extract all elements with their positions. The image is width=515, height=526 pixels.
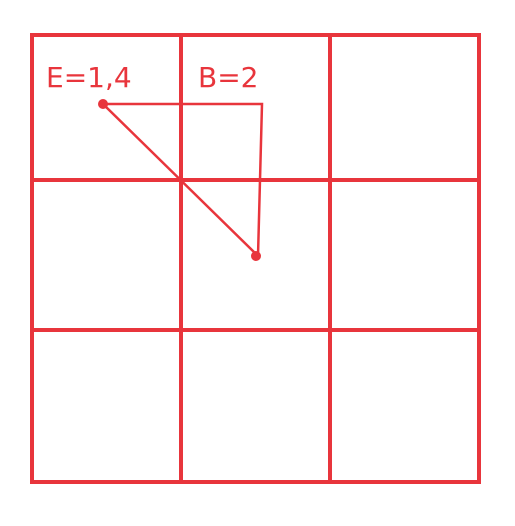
label-point-b: B=2 <box>198 61 258 94</box>
triangle-path <box>101 102 264 259</box>
point-end-marker <box>251 251 261 261</box>
point-e-marker <box>98 99 108 109</box>
grid-border <box>30 33 481 484</box>
label-point-e: E=1,4 <box>46 61 132 94</box>
